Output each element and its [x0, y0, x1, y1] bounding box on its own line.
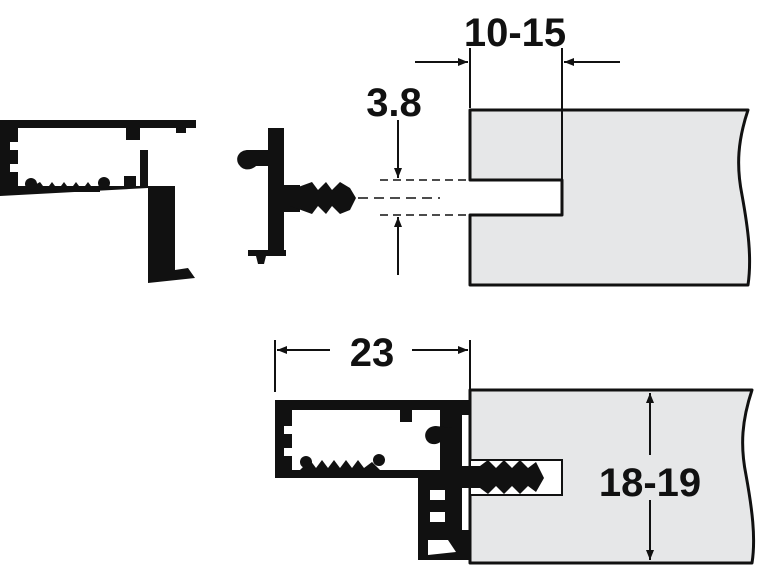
dimension-groove-depth: 10-15: [415, 11, 620, 180]
profile-assembled: [275, 400, 544, 560]
label-panel-thickness: 18-19: [599, 461, 701, 505]
dimension-groove-width: 3.8: [366, 81, 468, 275]
label-groove-depth: 10-15: [464, 11, 566, 55]
dimension-panel-thickness: 18-19: [599, 393, 701, 560]
label-profile-width: 23: [350, 331, 395, 375]
dimension-profile-width: 23: [274, 331, 471, 392]
top-panel: [468, 108, 752, 287]
insert-strip: [237, 128, 356, 264]
profile-top: [0, 120, 196, 283]
label-groove-width: 3.8: [366, 81, 422, 125]
